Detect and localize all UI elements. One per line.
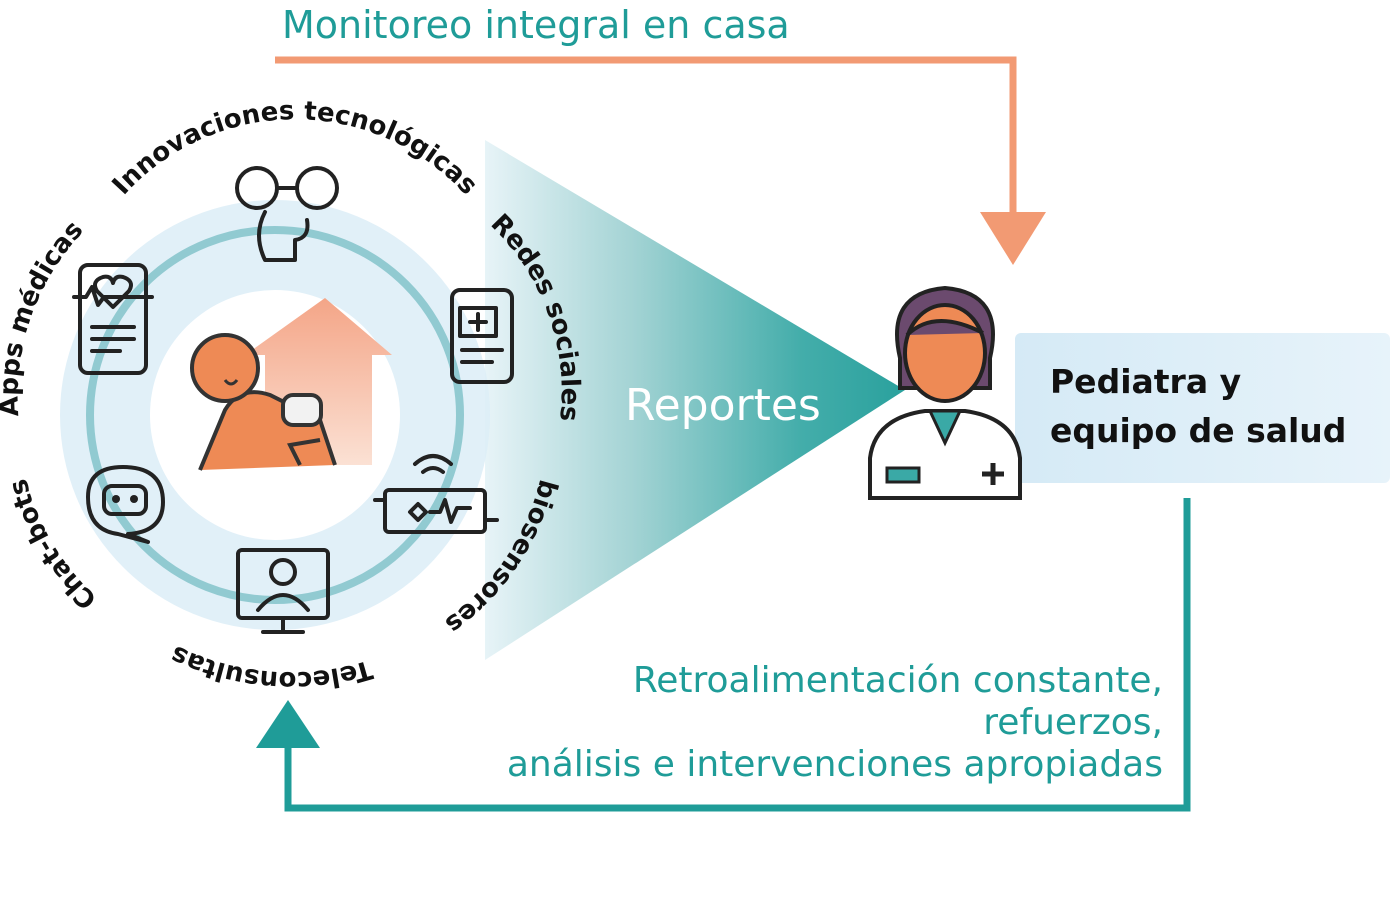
medical-app-icon <box>72 263 154 375</box>
bottom-feedback-arrow <box>256 498 1191 812</box>
chatbot-icon <box>86 465 165 544</box>
vr-glasses-head-icon <box>235 166 339 262</box>
bottom-label-line2: refuerzos, <box>983 702 1163 743</box>
ring-label-teleconsultas: Teleconsultas <box>166 639 375 695</box>
top-feedback-arrow <box>275 56 1046 265</box>
baby-home-icon <box>190 298 392 471</box>
bottom-label-line3: análisis e intervenciones apropiadas <box>507 744 1163 785</box>
top-label: Monitoreo integral en casa <box>282 3 790 47</box>
pediatra-label-line1: Pediatra y <box>1050 362 1241 401</box>
pediatra-label-line2: equipo de salud <box>1050 411 1346 450</box>
phone-health-icon <box>450 288 514 384</box>
pediatra-box <box>1015 333 1390 483</box>
reportes-label: Reportes <box>625 380 821 431</box>
ring-label-innovaciones: Innovaciones tecnológicas <box>107 96 484 201</box>
doctor-icon <box>868 285 1022 500</box>
reportes-funnel <box>485 140 905 660</box>
teleconsult-monitor-icon <box>236 548 330 634</box>
bottom-label-line1: Retroalimentación constante, <box>633 660 1163 701</box>
biosensor-icon <box>373 454 499 534</box>
